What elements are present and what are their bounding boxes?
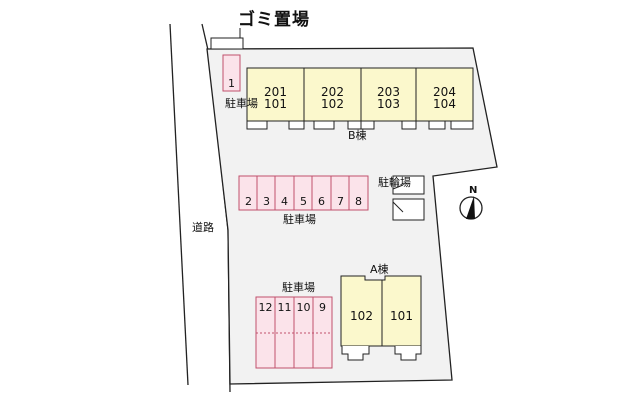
parking-slot-10: 10: [296, 301, 311, 314]
compass-icon: [459, 196, 483, 220]
parking-slot-4: 4: [281, 195, 288, 208]
parking-slot-5: 5: [300, 195, 307, 208]
garbage-area: [210, 37, 244, 50]
parking-slot-6: 6: [318, 195, 325, 208]
unit-a-102: 102: [350, 309, 373, 323]
parking-slot-9: 9: [319, 301, 326, 314]
parking-3-label: 駐車場: [282, 281, 315, 294]
road-edge-left: [169, 23, 189, 386]
parking-slot-11: 11: [277, 301, 292, 314]
parking-slot-8: 8: [355, 195, 362, 208]
compass-north-label: N: [469, 185, 478, 196]
building-b-balconies: [246, 120, 474, 130]
unit-a-101: 101: [390, 309, 413, 323]
parking-slot-1-number: 1: [228, 77, 235, 90]
bicycle-parking: [392, 175, 425, 221]
parking-slot-12: 12: [258, 301, 273, 314]
parking-slot-2: 2: [245, 195, 252, 208]
parking-slot-3: 3: [263, 195, 270, 208]
parking-row-2-8: [238, 175, 369, 211]
bicycle-parking-label: 駐輪場: [378, 176, 411, 189]
building-a-balcony-right: [394, 346, 422, 361]
parking-slot-7: 7: [337, 195, 344, 208]
building-a-label: A棟: [370, 263, 389, 276]
building-b-label: B棟: [348, 129, 367, 142]
building-a-balcony-left: [341, 346, 370, 361]
parking-2-label: 駐車場: [283, 213, 316, 226]
parking-slot-1: [222, 54, 241, 92]
parking-1-label: 駐車場: [225, 97, 258, 110]
garbage-area-label: ゴミ置場: [238, 10, 310, 30]
building-b: [246, 67, 474, 122]
road-label: 道路: [192, 221, 214, 234]
